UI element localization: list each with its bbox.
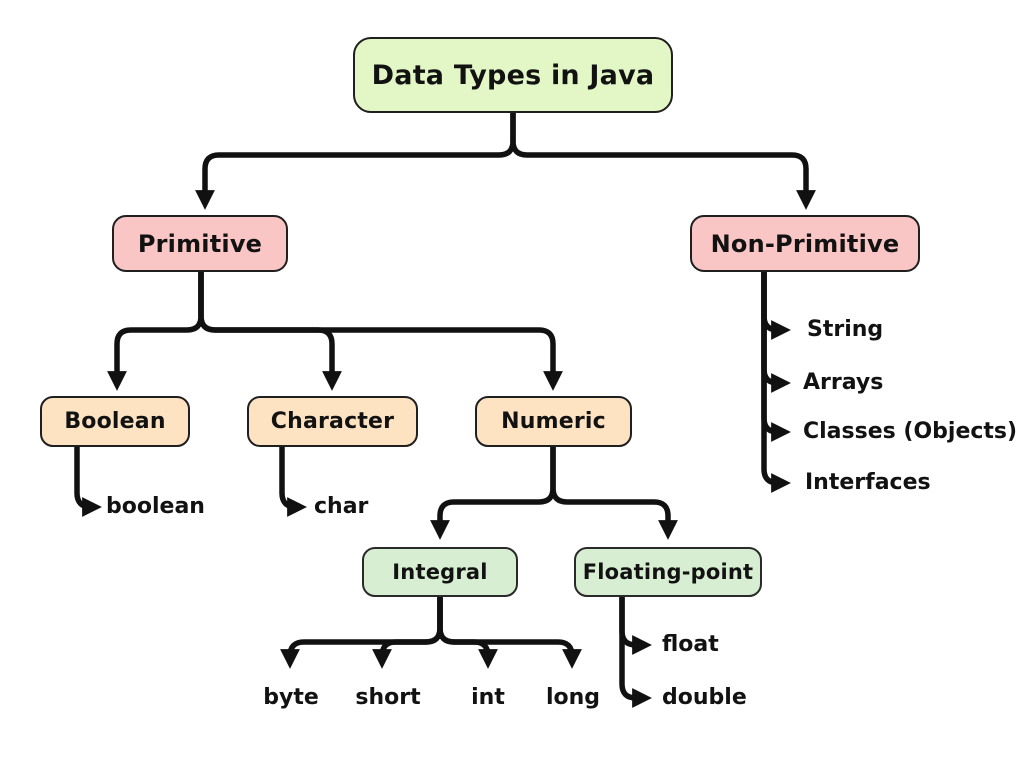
list-item-classes-objects: Classes (Objects) — [803, 419, 1018, 444]
list-item-interfaces: Interfaces — [805, 470, 931, 495]
node-non-primitive: Non-Primitive — [690, 215, 920, 272]
node-root: Data Types in Java — [353, 37, 673, 113]
list-item-arrays: Arrays — [803, 370, 884, 395]
node-boolean: Boolean — [40, 396, 190, 447]
leaf-short: short — [355, 685, 421, 710]
leaf-boolean: boolean — [106, 494, 205, 519]
node-integral: Integral — [362, 547, 518, 597]
leaf-long: long — [545, 685, 601, 710]
leaf-byte: byte — [263, 685, 319, 710]
node-floating-point: Floating-point — [574, 547, 762, 597]
leaf-int: int — [471, 685, 505, 710]
leaf-float: float — [662, 632, 719, 657]
list-item-string: String — [807, 317, 884, 342]
node-primitive: Primitive — [112, 215, 288, 272]
node-character: Character — [247, 396, 418, 447]
leaf-char: char — [314, 494, 369, 519]
leaf-double: double — [662, 685, 747, 710]
node-numeric: Numeric — [475, 396, 632, 447]
